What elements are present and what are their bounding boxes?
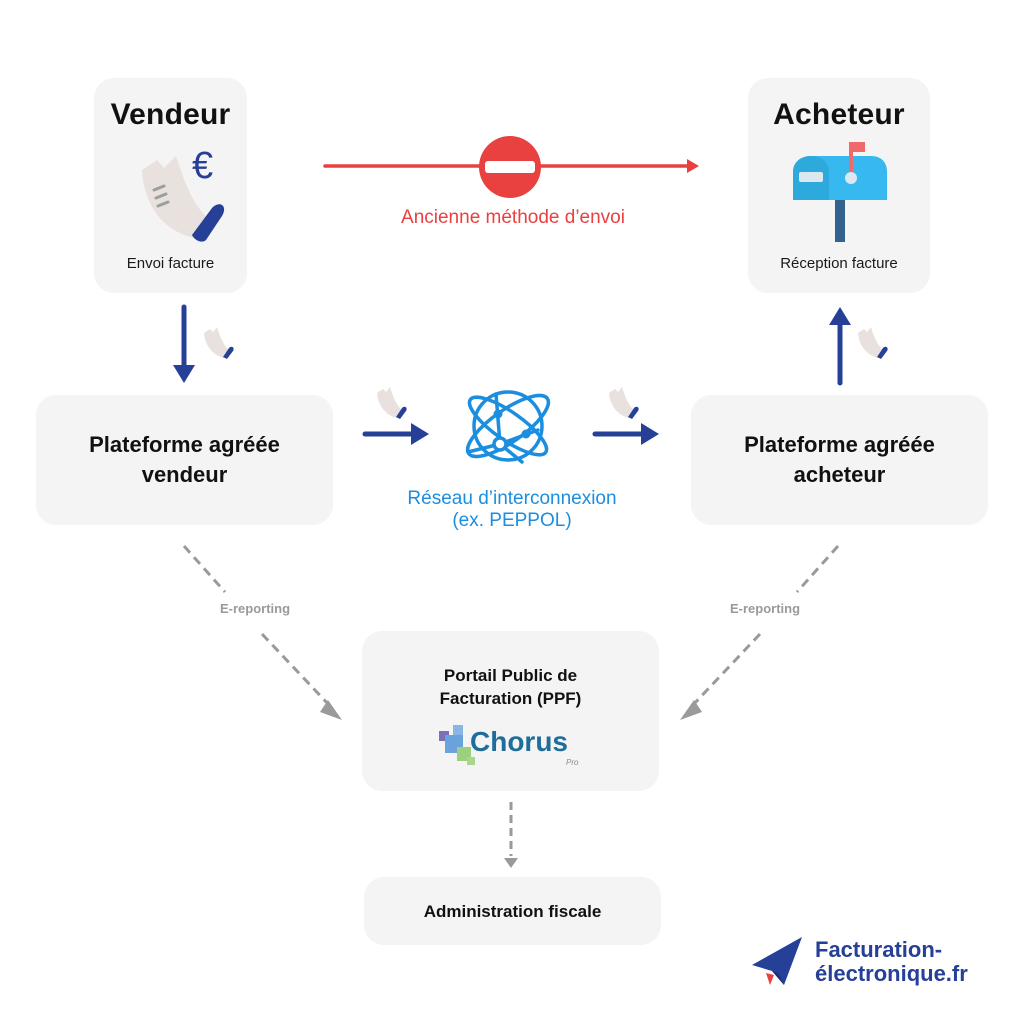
chorus-logo-sub: Pro	[566, 758, 579, 767]
chorus-logo-icon	[439, 725, 475, 765]
vendeur-caption: Envoi facture	[126, 255, 215, 272]
reseau-line2: (ex. PEPPOL)	[452, 510, 572, 531]
no-entry-icon	[479, 136, 541, 198]
reseau-label: Réseau d’interconnexion (ex. PEPPOL)	[370, 488, 654, 532]
administration-label: Administration fiscale	[423, 901, 602, 921]
ppf-to-admin-arrow	[504, 802, 518, 868]
ereporting-left-label: E-reporting	[219, 601, 291, 616]
reseau-line1: Réseau d’interconnexion	[407, 488, 617, 509]
right-arrow-left	[362, 423, 429, 445]
mailbox-icon	[793, 142, 887, 242]
ppf-line1: Portail Public de	[443, 666, 578, 685]
plateforme-acheteur-line1: Plateforme agréée	[744, 432, 935, 457]
acheteur-title: Acheteur	[773, 98, 905, 131]
acheteur-caption: Réception facture	[780, 255, 898, 272]
plateforme-acheteur-line2: acheteur	[793, 462, 886, 487]
invoice-icon	[377, 387, 407, 419]
up-arrow	[829, 307, 851, 386]
down-arrow	[173, 304, 195, 383]
brand-name: Facturation- électronique.fr	[815, 938, 968, 986]
vendeur-node: Vendeur € Envoi facture	[94, 78, 247, 293]
plateforme-vendeur-line1: Plateforme agréée	[89, 432, 280, 457]
brand-line1: Facturation-	[815, 937, 943, 962]
ppf-line2: Facturation (PPF)	[439, 689, 582, 708]
plateforme-acheteur-node: Plateforme agréée acheteur	[691, 395, 988, 525]
administration-node: Administration fiscale	[364, 877, 661, 945]
ereporting-right-arrow	[680, 545, 840, 720]
vendeur-title: Vendeur	[110, 98, 231, 131]
acheteur-node: Acheteur Réception facture	[748, 78, 930, 293]
ppf-node: Portail Public de Facturation (PPF) Chor…	[362, 631, 659, 791]
chorus-logo-text: Chorus	[470, 726, 568, 757]
brand-line2: électronique.fr	[815, 961, 968, 986]
network-globe-icon	[465, 390, 551, 464]
ereporting-right-label: E-reporting	[729, 601, 801, 616]
right-arrow-right	[592, 423, 659, 445]
paper-plane-logo-icon	[752, 937, 802, 985]
old-method-label: Ancienne méthode d’envoi	[401, 207, 625, 228]
plateforme-vendeur-node: Plateforme agréée vendeur	[36, 395, 333, 525]
invoice-icon	[609, 387, 639, 419]
invoice-euro-icon: €	[142, 145, 225, 242]
invoice-icon	[204, 327, 234, 359]
svg-text:€: €	[192, 145, 213, 187]
plateforme-vendeur-line2: vendeur	[141, 462, 228, 487]
invoice-icon	[858, 327, 888, 359]
ereporting-left-arrow	[182, 545, 342, 720]
